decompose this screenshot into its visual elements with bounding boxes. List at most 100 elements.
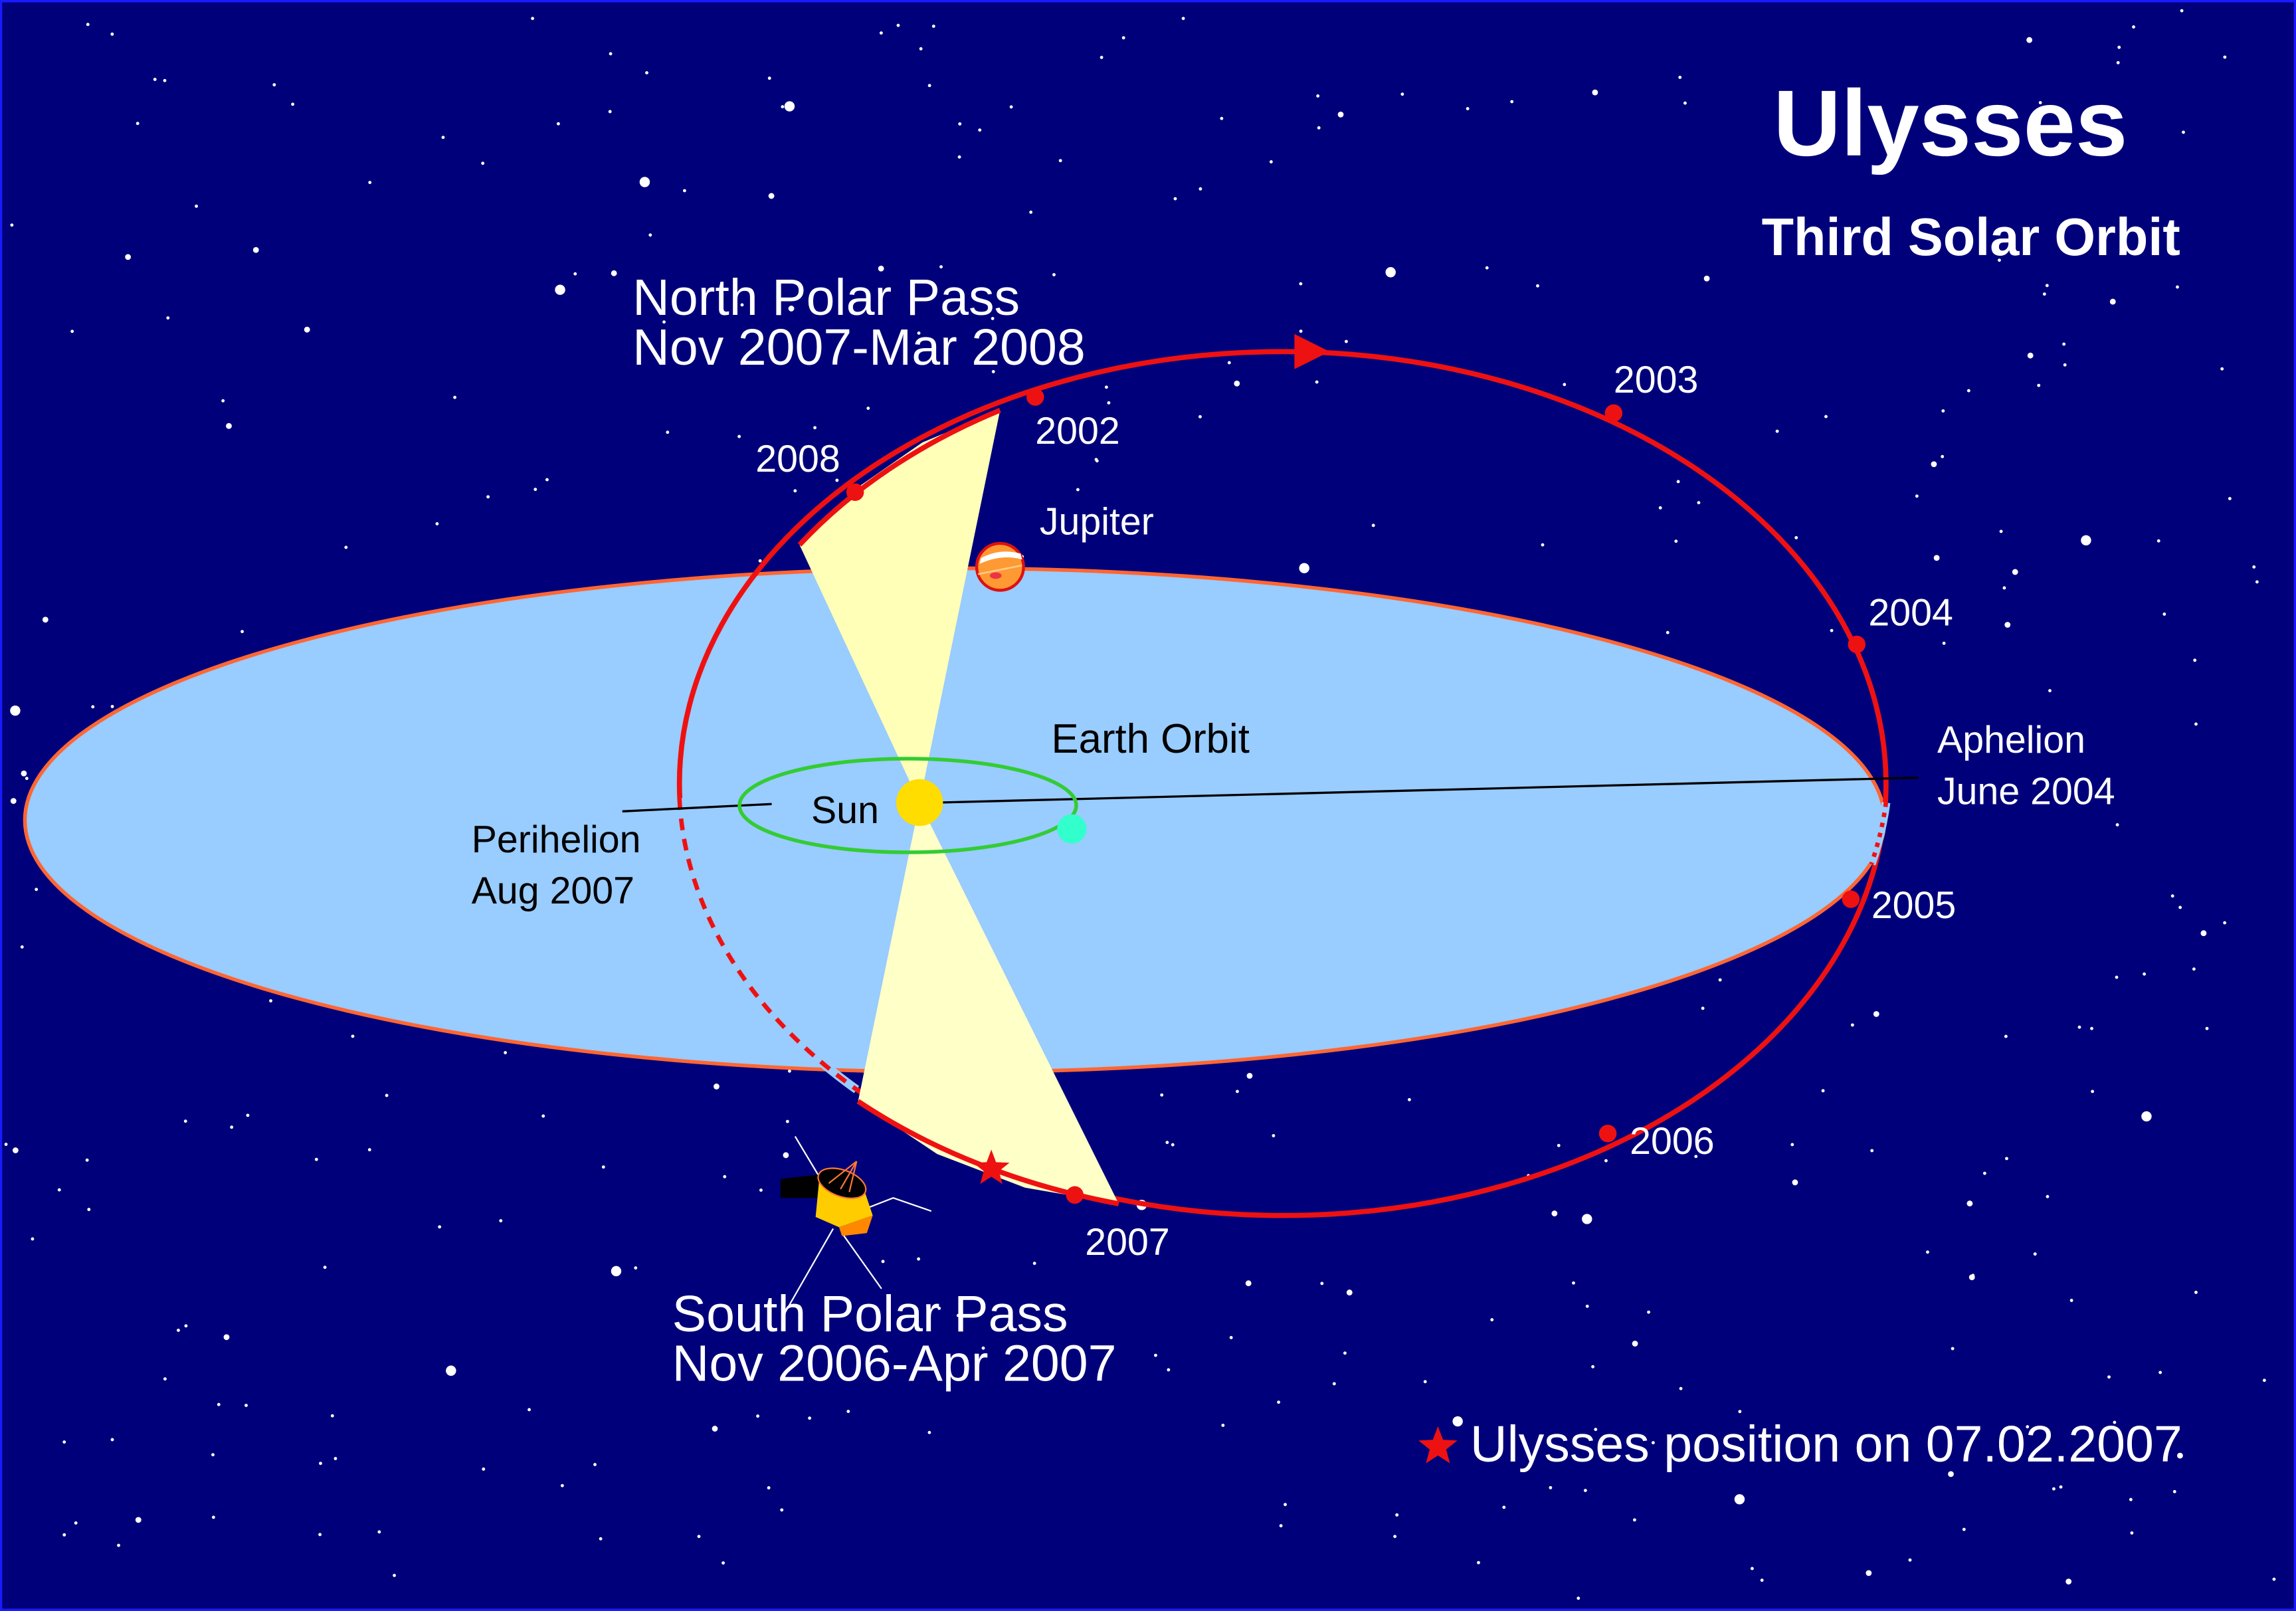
background-star xyxy=(556,122,560,126)
background-star xyxy=(2005,1157,2008,1161)
background-star xyxy=(1679,1386,1683,1390)
background-star xyxy=(2004,622,2011,628)
background-star xyxy=(2004,1034,2008,1038)
background-star xyxy=(1982,1171,1986,1175)
background-star xyxy=(957,155,961,159)
background-star xyxy=(784,101,795,112)
background-star xyxy=(2129,1497,2133,1501)
background-star xyxy=(599,1537,603,1541)
aphelion-label: Aphelion xyxy=(1937,719,2085,761)
background-star xyxy=(85,1158,89,1162)
year-label-2008: 2008 xyxy=(755,438,840,480)
background-star xyxy=(2026,37,2033,43)
background-star xyxy=(486,495,490,499)
background-star xyxy=(163,1377,167,1381)
background-star xyxy=(1551,1210,1558,1216)
background-star xyxy=(2085,142,2089,145)
background-star xyxy=(1647,1310,1650,1314)
background-star xyxy=(87,1208,91,1212)
background-star xyxy=(2262,1378,2266,1382)
background-star xyxy=(2077,1025,2081,1029)
background-star xyxy=(385,1093,389,1097)
background-star xyxy=(435,522,439,525)
background-star xyxy=(1915,494,1919,498)
background-star xyxy=(1490,1318,1494,1321)
background-star xyxy=(35,888,39,892)
background-star xyxy=(2228,497,2232,500)
background-star xyxy=(269,999,272,1002)
background-star xyxy=(1549,1485,1553,1489)
background-star xyxy=(712,1426,718,1432)
perihelion-label: Perihelion xyxy=(472,818,641,861)
background-star xyxy=(835,478,839,482)
background-star xyxy=(1167,1368,1171,1372)
orbit-direction-arrow xyxy=(1294,333,1330,369)
background-star xyxy=(438,1225,442,1229)
background-star xyxy=(1697,501,1701,505)
background-star xyxy=(1942,641,1946,645)
background-star xyxy=(788,1069,791,1073)
background-star xyxy=(2223,55,2227,59)
background-star xyxy=(533,488,537,492)
background-star xyxy=(634,1266,638,1270)
background-star xyxy=(10,223,14,227)
background-star xyxy=(441,136,445,140)
background-star xyxy=(759,1188,763,1192)
background-star xyxy=(939,265,943,269)
background-star xyxy=(2002,586,2006,590)
background-star xyxy=(211,1515,215,1519)
background-star xyxy=(937,1306,941,1310)
background-star xyxy=(896,23,900,27)
background-star xyxy=(723,1175,727,1179)
background-star xyxy=(1345,339,1348,343)
perihelion-line xyxy=(622,803,772,812)
background-star xyxy=(1962,1527,1966,1531)
background-star xyxy=(1058,159,1062,163)
orbit-hidden-segment xyxy=(677,798,858,1091)
background-star xyxy=(62,1440,66,1444)
background-star xyxy=(1121,36,1125,40)
background-star xyxy=(136,122,140,126)
background-star xyxy=(393,1573,396,1577)
background-star xyxy=(125,254,132,260)
background-star xyxy=(531,17,535,21)
south-pass-label: South Polar Pass xyxy=(672,1285,1068,1343)
background-star xyxy=(10,798,17,805)
year-label-2007: 2007 xyxy=(1085,1221,1169,1264)
background-star xyxy=(788,306,795,312)
south-polar-cone xyxy=(858,803,1119,1204)
diagram-title: Ulysses xyxy=(1773,70,2127,175)
background-star xyxy=(1998,258,2001,262)
background-star xyxy=(1604,1159,1608,1163)
background-star xyxy=(2193,658,2197,662)
background-star xyxy=(1577,1596,1580,1600)
background-star xyxy=(1658,506,1662,510)
background-star xyxy=(1821,1089,1825,1093)
background-star xyxy=(12,1147,19,1153)
background-star xyxy=(991,316,995,320)
background-star xyxy=(1408,1097,1411,1101)
background-star xyxy=(272,83,276,87)
background-star xyxy=(2182,130,2185,134)
background-star xyxy=(1718,978,1722,982)
background-star xyxy=(2081,535,2091,546)
background-star xyxy=(217,1402,221,1406)
background-star xyxy=(1824,415,1828,419)
background-star xyxy=(504,1051,508,1054)
background-star xyxy=(1466,107,1470,111)
background-star xyxy=(330,1414,334,1418)
background-star xyxy=(1317,126,1321,130)
background-star xyxy=(917,1257,921,1261)
background-star xyxy=(1541,543,1545,547)
background-star xyxy=(1678,75,1682,79)
background-star xyxy=(110,32,114,36)
background-star xyxy=(2255,580,2259,584)
background-star xyxy=(682,189,686,193)
background-star xyxy=(1221,1424,1225,1427)
background-star xyxy=(153,78,157,81)
background-star xyxy=(2177,1452,2183,1459)
background-star xyxy=(611,1266,622,1277)
background-star xyxy=(195,204,198,208)
background-star xyxy=(314,1157,318,1161)
background-star xyxy=(318,1533,322,1537)
